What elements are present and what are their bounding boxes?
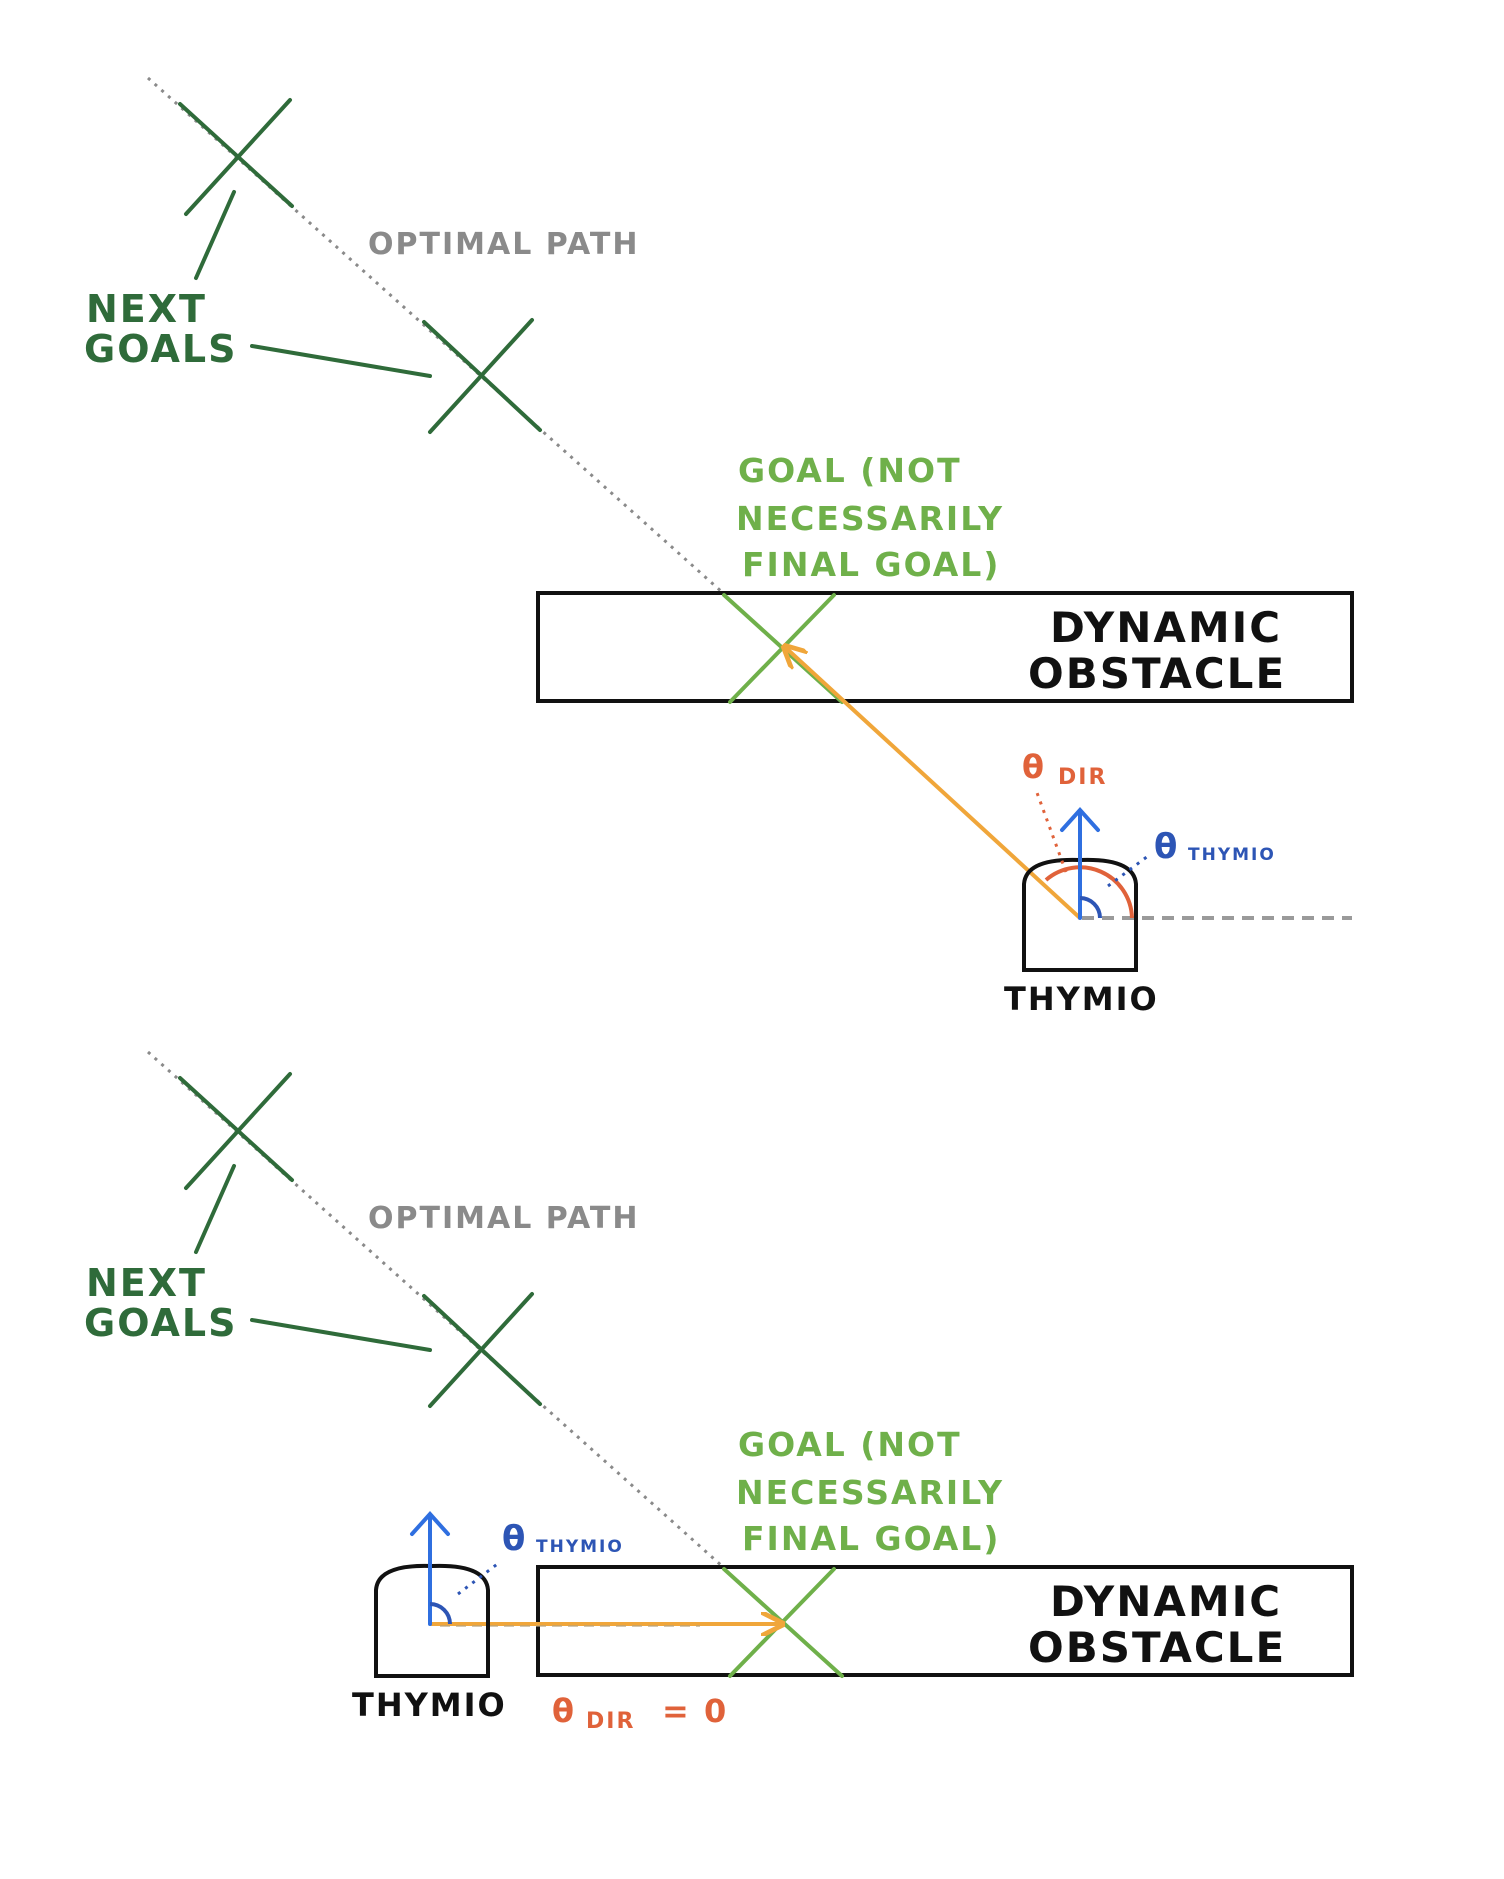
thymio-label: THYMIO [352,1686,507,1724]
next-goal-marker [178,98,294,216]
goal-label-line1: GOAL (NOT [738,451,962,490]
theta-thymio-symbol: θ [1154,827,1179,867]
next-goals-label-line2: GOALS [84,1301,237,1345]
goal-label-line2: NECESSARILY [736,499,1004,538]
next-goal-marker [422,318,542,434]
next-goals-label-line1: NEXT [86,287,207,331]
theta-thymio-sub: THYMIO [1188,845,1276,865]
theta-thymio-symbol: θ [502,1519,527,1559]
next-goals-label-line2: GOALS [84,327,237,371]
theta-dir-symbol: θ [1022,748,1046,786]
theta-dir-value: = 0 [662,1692,728,1730]
panel-bottom: OPTIMAL PATH NEXT GOALS GOAL (NOT NECESS… [84,1050,1354,1734]
goal-label-line2: NECESSARILY [736,1473,1004,1512]
dynamic-obstacle [536,591,1354,703]
heading-arrow [1060,807,1100,920]
optimal-path-label: OPTIMAL PATH [368,1201,639,1236]
theta-thymio-arc [1079,896,1102,919]
goal-label-line1: GOAL (NOT [738,1425,962,1464]
optimal-path-label: OPTIMAL PATH [368,227,639,262]
goal-label-line3: FINAL GOAL) [742,545,1000,584]
thymio-robot [374,1563,490,1678]
next-goals-pointer [194,190,236,280]
next-goals-pointer [250,344,432,378]
theta-dir-sub: DIR [1058,765,1107,790]
obstacle-label-line1: DYNAMIC [1050,1577,1282,1626]
obstacle-label-line2: OBSTACLE [1028,1623,1286,1672]
next-goals-pointer [250,1318,432,1352]
next-goal-marker [178,1072,294,1190]
panel-top: OPTIMAL PATH NEXT GOALS GOAL (NOT NECESS… [84,76,1354,1018]
theta-dir-pointer [1034,789,1068,873]
theta-dir-sub: DIR [586,1709,635,1734]
goal-marker [722,593,844,704]
dynamic-obstacle [536,1565,1354,1677]
direction-arrow [786,648,1082,920]
theta-thymio-arc [429,1602,452,1625]
theta-dir-arc [1044,865,1134,919]
thymio-label: THYMIO [1004,980,1159,1018]
obstacle-label-line1: DYNAMIC [1050,603,1282,652]
theta-dir-symbol: θ [552,1692,576,1730]
next-goal-marker [422,1292,542,1408]
next-goals-label-line1: NEXT [86,1261,207,1305]
theta-thymio-sub: THYMIO [536,1537,624,1557]
next-goals-pointer [194,1164,236,1254]
goal-label-line3: FINAL GOAL) [742,1519,1000,1558]
obstacle-label-line2: OBSTACLE [1028,649,1286,698]
